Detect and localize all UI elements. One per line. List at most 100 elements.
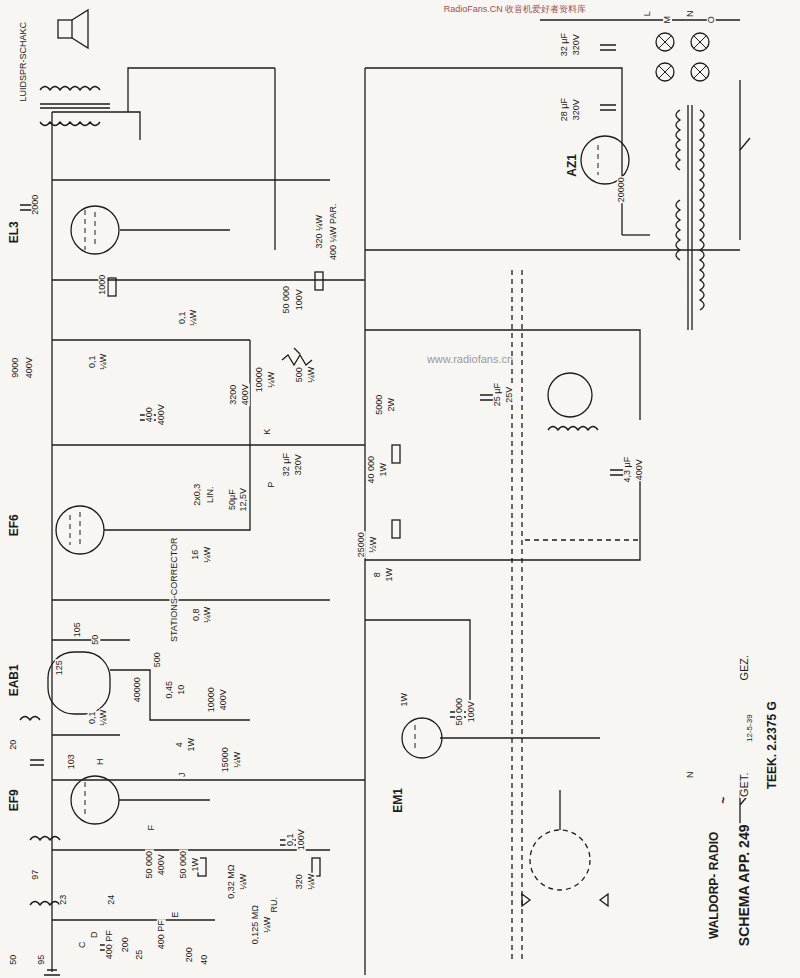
wire (365, 620, 470, 700)
component-label: 105 (73, 621, 82, 638)
component-label: STATIONS-CORRECTOR (169, 537, 178, 644)
component-label: N (685, 771, 694, 780)
component-label: 50 (9, 954, 18, 966)
component-label: 125 (55, 659, 64, 676)
shield-line (521, 270, 522, 960)
component-label: 1W (385, 567, 394, 583)
component-label: 95 (37, 954, 46, 966)
component-label: 400V (25, 356, 34, 379)
shield-line (525, 539, 640, 540)
component-label: ½W (369, 536, 378, 554)
component-label: 8 (373, 571, 382, 578)
rf-coils (20, 717, 60, 906)
component-label: J (177, 772, 186, 779)
component-label: 10000 (255, 366, 264, 393)
component-label: N (685, 10, 694, 19)
watermark: RadioFans.CN 收音机爱好者资料库 (443, 5, 588, 14)
wire (52, 919, 215, 920)
component-label: M (663, 15, 672, 25)
component-label: 320V (572, 33, 581, 56)
capacitor (20, 45, 626, 950)
component-label: WALDORP- RADIO (709, 830, 722, 939)
component-label: 25000 (357, 531, 366, 558)
component-label: F (147, 824, 156, 832)
component-label: 20 (9, 739, 18, 751)
wire (104, 340, 250, 530)
component-label: H (95, 758, 104, 767)
resistor (392, 520, 400, 538)
component-label: 0,1 (285, 833, 294, 848)
component-label: 1W (187, 737, 196, 753)
component-label: ¼W (239, 873, 248, 891)
component-label: 15000 (221, 746, 230, 773)
component-label: 0,1 (87, 711, 96, 726)
tube-em1 (402, 718, 442, 758)
component-label: E (171, 911, 180, 919)
tube-ef9 (71, 776, 119, 824)
component-label: L (643, 10, 652, 17)
component-label: 200 (185, 946, 194, 963)
resistor (392, 445, 400, 463)
component-label: 320V (572, 98, 581, 121)
component-label: P (267, 481, 276, 489)
wire (51, 112, 52, 972)
component-label: 320V (294, 453, 303, 476)
component-label: 24 (107, 894, 116, 906)
component-label: 23 (59, 894, 68, 906)
component-label: 100V (295, 288, 304, 311)
component-label: TEEK. 2.2375 G (766, 700, 779, 790)
component-label: SCHEMA APP. 249 (738, 823, 753, 947)
component-label: ¼W (189, 309, 198, 327)
tube-grid (70, 145, 598, 818)
component-label: 400V (219, 688, 228, 711)
wire (52, 339, 250, 340)
wire (110, 670, 250, 720)
wiring (52, 20, 740, 975)
component-label: 9000 (11, 357, 20, 379)
component-label: 4 (175, 741, 184, 748)
component-label: ¼W (307, 366, 316, 384)
component-label: 500 (153, 651, 162, 668)
component-label: 1W (379, 462, 388, 478)
component-label: GET. (739, 772, 751, 798)
component-label: GEZ. (739, 654, 751, 682)
component-label: 0,45 (165, 680, 174, 700)
wire (365, 330, 640, 420)
field-coil (548, 427, 598, 431)
component-label: 50 (91, 634, 100, 646)
wire (739, 80, 740, 240)
component-label: 400V (157, 403, 166, 426)
component-label: LIN. (205, 486, 214, 505)
output-transformer (40, 87, 110, 126)
component-label: 0,125 MΩ (251, 904, 260, 945)
component-label: 1W (400, 692, 409, 708)
component-label: 28 μF (560, 97, 569, 122)
component-label: K (263, 428, 272, 436)
parts (20, 10, 750, 975)
component-label: EAB1 (8, 663, 21, 697)
wire (52, 599, 330, 600)
component-label: 200 (121, 936, 130, 953)
speaker-cone (72, 10, 88, 48)
component-label: LUIDSPR-SCHAKC (19, 21, 28, 103)
component-label: 400 ¼W PAR. (329, 203, 338, 261)
component-label: 0,32 MΩ (227, 864, 236, 900)
component-label: 25 μF (493, 382, 502, 407)
component-label: 100V (467, 700, 476, 723)
component-label: 500 (295, 366, 304, 383)
ground (44, 970, 60, 975)
resistor (108, 278, 116, 296)
speaker-magnet (58, 20, 72, 38)
wire (120, 229, 230, 230)
component-label: 10000 (207, 686, 216, 713)
wire (52, 849, 330, 850)
component-label: 25 (135, 949, 144, 961)
component-label: ¼W (203, 546, 212, 564)
component-label: 50 000 (179, 850, 188, 880)
component-label: 2x0,3 (193, 483, 202, 507)
potentiometer (282, 348, 312, 365)
component-label: D (89, 931, 98, 940)
component-label: ¼W (267, 371, 276, 389)
component-label: 32 μF (560, 32, 569, 57)
component-label: 2000 (31, 194, 40, 216)
